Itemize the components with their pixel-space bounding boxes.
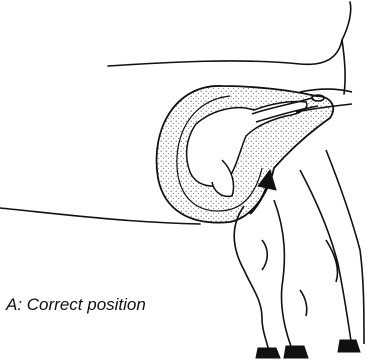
hooves	[256, 340, 360, 358]
figure-caption: A: Correct position	[6, 295, 146, 315]
